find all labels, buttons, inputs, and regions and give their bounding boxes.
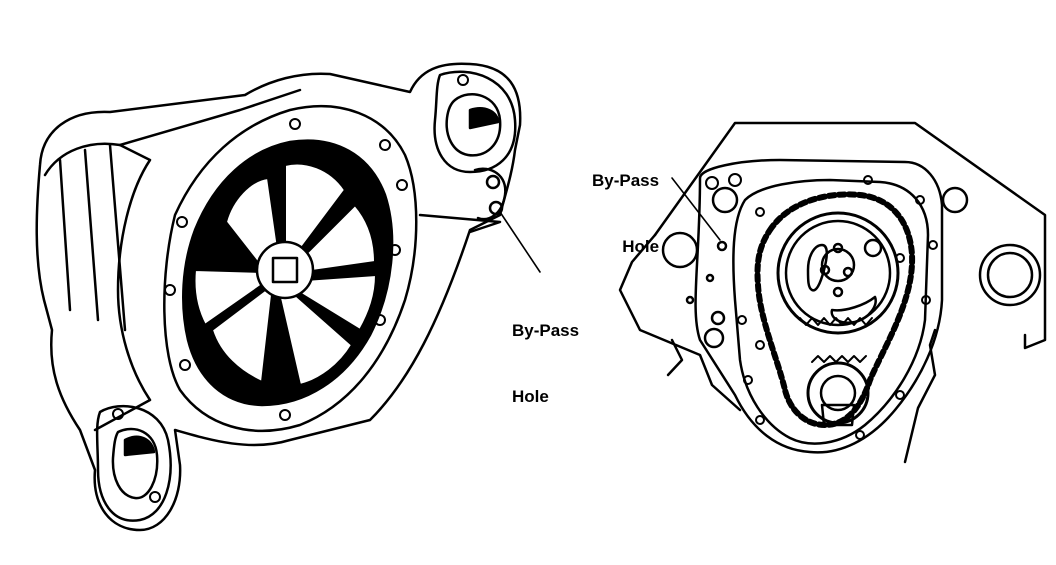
pump-rib-3 [110,145,125,330]
small-left-hole-2 [707,275,713,281]
timing-chain [758,194,913,425]
pump-rib-2 [85,150,98,320]
block-right-edge [905,330,935,462]
pump-rib-1 [60,160,70,310]
bypass-hole-right [718,242,726,250]
pump-body-back [45,144,150,430]
cam-pin [865,240,881,256]
timing-chain-front-cover-icon [620,123,1045,462]
small-left-hole [687,297,693,303]
lower-left-ring [705,329,723,347]
lower-mount-ear [97,406,170,521]
sprocket-teeth-top [800,318,872,325]
impeller-hub-square [273,258,297,282]
front-cover-gasket [733,180,928,444]
right-callout-line [672,178,720,240]
block-lower-left [668,340,682,375]
left-bypass-label: By-Pass Hole [512,276,579,430]
lower-left-hole [712,312,724,324]
cam-hub [822,249,854,281]
cam-bolt-2 [821,266,829,274]
crank-key [822,405,854,425]
impeller-vanes [194,164,376,385]
sprocket-teeth-bottom [812,356,866,362]
block-left-edge [620,235,740,410]
cam-bolt-3 [844,268,852,276]
cam-slot-bottom [832,297,876,323]
crank-hub [821,376,855,410]
flange-bolt-holes [165,119,407,420]
left-callout-line [500,212,540,272]
bypass-bosses [420,169,505,232]
cam-slot-left [808,245,827,290]
right-bypass-label: By-Pass Hole [592,126,659,280]
upper-mount-ear [435,72,516,172]
water-pump-icon [37,64,540,530]
right-bypass-label-line2: Hole [622,237,660,256]
left-bypass-label-line2: Hole [512,387,549,406]
pump-flange [164,106,416,431]
cam-bolt-4 [834,288,842,296]
block-outline [655,123,1045,348]
cover-bolt-holes [706,174,937,439]
side-port-inner [988,253,1032,297]
front-cover-outline [696,160,942,452]
side-port-outer [980,245,1040,305]
pump-body-top [120,90,300,145]
upper-left-hole-1 [713,188,737,212]
crank-sprocket [808,363,868,423]
upper-left-hole-3 [663,233,697,267]
upper-left-hole-2 [943,188,967,212]
left-bypass-label-line1: By-Pass [512,321,580,340]
cam-sprocket-web [786,221,890,325]
right-bypass-label-line1: By-Pass [592,171,660,190]
pump-housing-outline [37,64,520,530]
cam-sprocket [778,213,898,333]
cam-bolt-1 [834,244,842,252]
